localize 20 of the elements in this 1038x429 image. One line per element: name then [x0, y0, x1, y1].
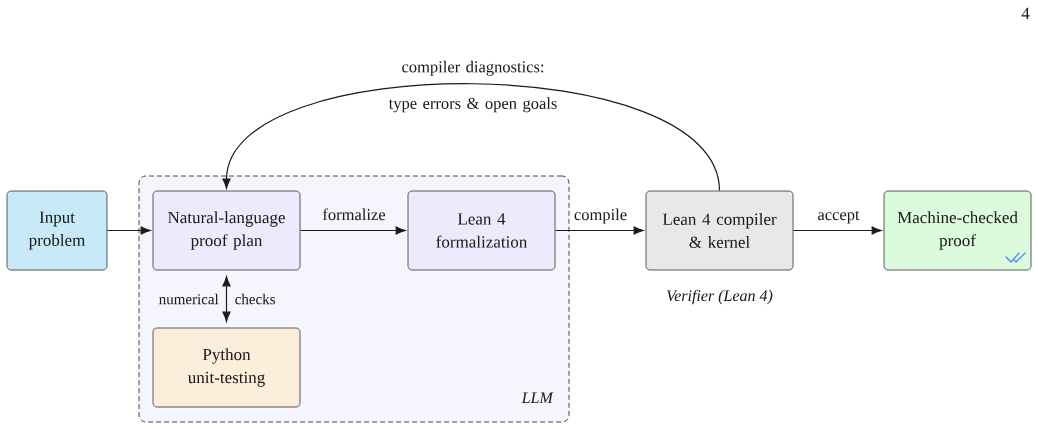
node-label: Verifier (Lean 4): [667, 289, 773, 305]
process-box: Lean 4 compiler & kernel: [645, 190, 794, 271]
edge-label: accept: [818, 210, 860, 224]
process-box: Python unit-testing: [152, 327, 301, 408]
arrow: [554, 226, 644, 235]
output-box: Machine-checked proof: [883, 190, 1032, 271]
process-box: Natural-language proof plan: [152, 190, 301, 271]
arrow: [222, 276, 231, 322]
edge-label: numerical checks: [159, 293, 275, 305]
arrow: [106, 226, 151, 235]
edge-label: formalize: [322, 208, 386, 221]
input-box: Input problem: [6, 190, 108, 271]
arrow: [299, 226, 406, 235]
edge-label: compile: [574, 208, 627, 224]
page-number: 4: [1021, 7, 1030, 19]
arrow: [792, 226, 882, 235]
arrow: [222, 83, 721, 192]
process-box: Lean 4 formalization: [407, 190, 556, 271]
group-label: LLM: [521, 392, 554, 403]
edge-label: compiler diagnostics: type errors & open goals: [388, 60, 557, 113]
